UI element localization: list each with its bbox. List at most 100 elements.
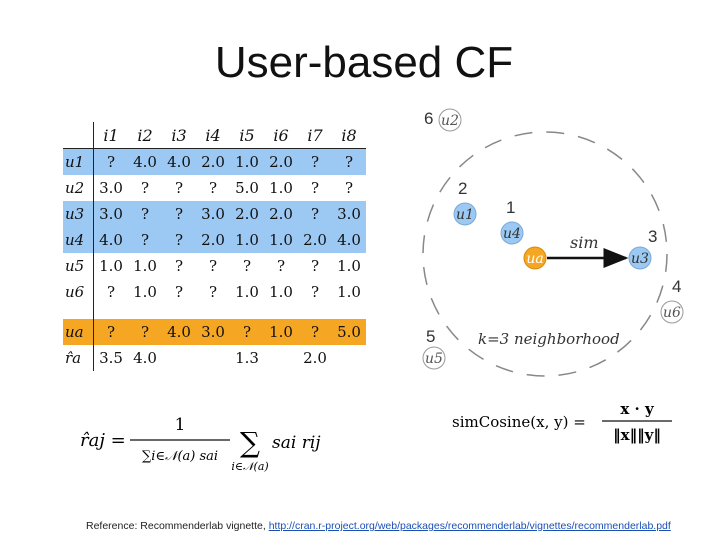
user-node-u6 (660, 300, 684, 324)
column-header: i6 (264, 122, 298, 149)
reference-link[interactable]: http://cran.r-project.org/web/packages/r… (268, 520, 671, 532)
prediction-cell (332, 345, 366, 371)
rating-cell: 1.0 (264, 227, 298, 253)
region-label: k=3 neighborhood (478, 330, 620, 348)
column-header: i2 (128, 122, 162, 149)
prediction-formula-svg: r̂aj = 1 ∑i∈𝒩(a) sai ∑ i∈𝒩(a) sai rij (80, 415, 321, 473)
rank-label: 5 (426, 327, 435, 346)
reference-prefix: Reference: Recommenderlab vignette, (86, 520, 266, 532)
user-node-u5 (422, 346, 446, 370)
edge-label: sim (570, 233, 599, 252)
rank-label: 1 (506, 198, 515, 217)
rating-cell: ? (208, 283, 218, 301)
formula-denominator: ∑i∈𝒩(a) sai (142, 449, 218, 464)
prediction-cell: 1.3 (235, 349, 259, 367)
row-label: u5 (63, 253, 94, 279)
rating-cell: ? (310, 283, 320, 301)
rating-cell: ? (174, 257, 184, 275)
node-label: u1 (456, 207, 474, 223)
rating-cell: ? (310, 257, 320, 275)
rating-cell: ? (174, 283, 184, 301)
prediction-formula: r̂aj = 1 ∑i∈𝒩(a) sai ∑ i∈𝒩(a) sai rij (80, 408, 330, 483)
spacer-cell (94, 305, 367, 319)
ratings-table: i1 i2 i3 i4 i5 i6 i7 i8 u1 ? 4.0 4.0 2.0… (63, 122, 366, 371)
column-header: i4 (196, 122, 230, 149)
rating-cell: ? (344, 179, 354, 197)
table-row: u5 1.0 1.0 ? ? ? ? ? 1.0 (63, 253, 366, 279)
sum-subscript: i∈𝒩(a) (231, 460, 268, 473)
row-label: u4 (63, 227, 94, 253)
active-user-node (523, 246, 547, 270)
rating-cell: ? (310, 179, 320, 197)
rating-cell: ? (230, 319, 264, 345)
sum-symbol: ∑ (240, 426, 260, 459)
rating-cell: 3.0 (196, 201, 230, 227)
prediction-cell: 2.0 (303, 349, 327, 367)
rating-cell: ? (162, 201, 196, 227)
rating-cell: 2.0 (264, 201, 298, 227)
formula-numerator: 1 (175, 415, 186, 435)
rating-cell: ? (140, 179, 150, 197)
table-row: u2 3.0 ? ? ? 5.0 1.0 ? ? (63, 175, 366, 201)
rating-cell: ? (128, 227, 162, 253)
table-row: u6 ? 1.0 ? ? 1.0 1.0 ? 1.0 (63, 279, 366, 305)
rating-cell: ? (332, 148, 366, 175)
rating-cell: 1.0 (337, 283, 361, 301)
table-header-row: i1 i2 i3 i4 i5 i6 i7 i8 (63, 122, 366, 149)
rating-cell: 1.0 (269, 283, 293, 301)
table-spacer (63, 305, 366, 319)
rating-cell: 4.0 (332, 227, 366, 253)
rating-cell: 1.0 (133, 257, 157, 275)
rank-label: 3 (648, 227, 657, 246)
row-label-spacer (63, 305, 94, 319)
node-label: u4 (503, 226, 521, 242)
rating-cell: 3.0 (93, 201, 128, 227)
sum-term: sai rij (272, 433, 321, 453)
node-label: u5 (425, 351, 443, 367)
prediction-cell (162, 345, 196, 371)
rank-label: 4 (672, 277, 681, 296)
column-header: i3 (162, 122, 196, 149)
column-header: i7 (298, 122, 332, 149)
cosine-formula-svg: simCosine(x, y) = x · y ‖x‖‖y‖ (452, 400, 672, 444)
cosine-denominator: ‖x‖‖y‖ (613, 426, 661, 444)
rating-cell: 4.0 (128, 148, 162, 175)
rating-cell: ? (162, 227, 196, 253)
user-node-u1 (453, 202, 477, 226)
rating-cell: ? (298, 201, 332, 227)
rating-cell: ? (174, 179, 184, 197)
prediction-cell (196, 345, 230, 371)
rating-cell: 2.0 (196, 227, 230, 253)
user-node-u3 (628, 246, 652, 270)
active-user-row: ua ? ? 4.0 3.0 ? 1.0 ? 5.0 (63, 319, 366, 345)
rating-cell: ? (93, 319, 128, 345)
row-label: u3 (63, 201, 94, 227)
reference-footer: Reference: Recommenderlab vignette, http… (86, 520, 671, 532)
rating-cell: 5.0 (332, 319, 366, 345)
rating-cell: 2.0 (230, 201, 264, 227)
prediction-cell: 4.0 (133, 349, 157, 367)
rating-cell: ? (93, 148, 128, 175)
rating-cell: ? (242, 257, 252, 275)
rating-cell: 1.0 (337, 257, 361, 275)
node-label: u2 (441, 113, 459, 129)
row-label: u6 (63, 279, 94, 305)
formula-lhs: r̂aj = (80, 430, 126, 451)
rating-cell: ? (298, 319, 332, 345)
cosine-numerator: x · y (620, 400, 655, 418)
table-corner (63, 122, 94, 149)
column-header: i1 (93, 122, 128, 149)
rating-cell: 5.0 (235, 179, 259, 197)
rating-cell: 3.0 (196, 319, 230, 345)
rank-label: 2 (458, 179, 467, 198)
rating-cell: ? (106, 283, 116, 301)
cosine-formula: simCosine(x, y) = x · y ‖x‖‖y‖ (452, 398, 682, 453)
rating-cell: 4.0 (162, 319, 196, 345)
prediction-cell (264, 345, 298, 371)
table-row: u3 3.0 ? ? 3.0 2.0 2.0 ? 3.0 (63, 201, 366, 227)
neighborhood-circle (422, 131, 668, 377)
neighborhood-diagram: 6 u2 2 u1 1 u4 ua sim 3 u3 4 u6 5 u5 k=3… (422, 108, 684, 377)
rating-cell: ? (276, 257, 286, 275)
rating-cell: 1.0 (235, 283, 259, 301)
rating-cell: 1.0 (269, 179, 293, 197)
